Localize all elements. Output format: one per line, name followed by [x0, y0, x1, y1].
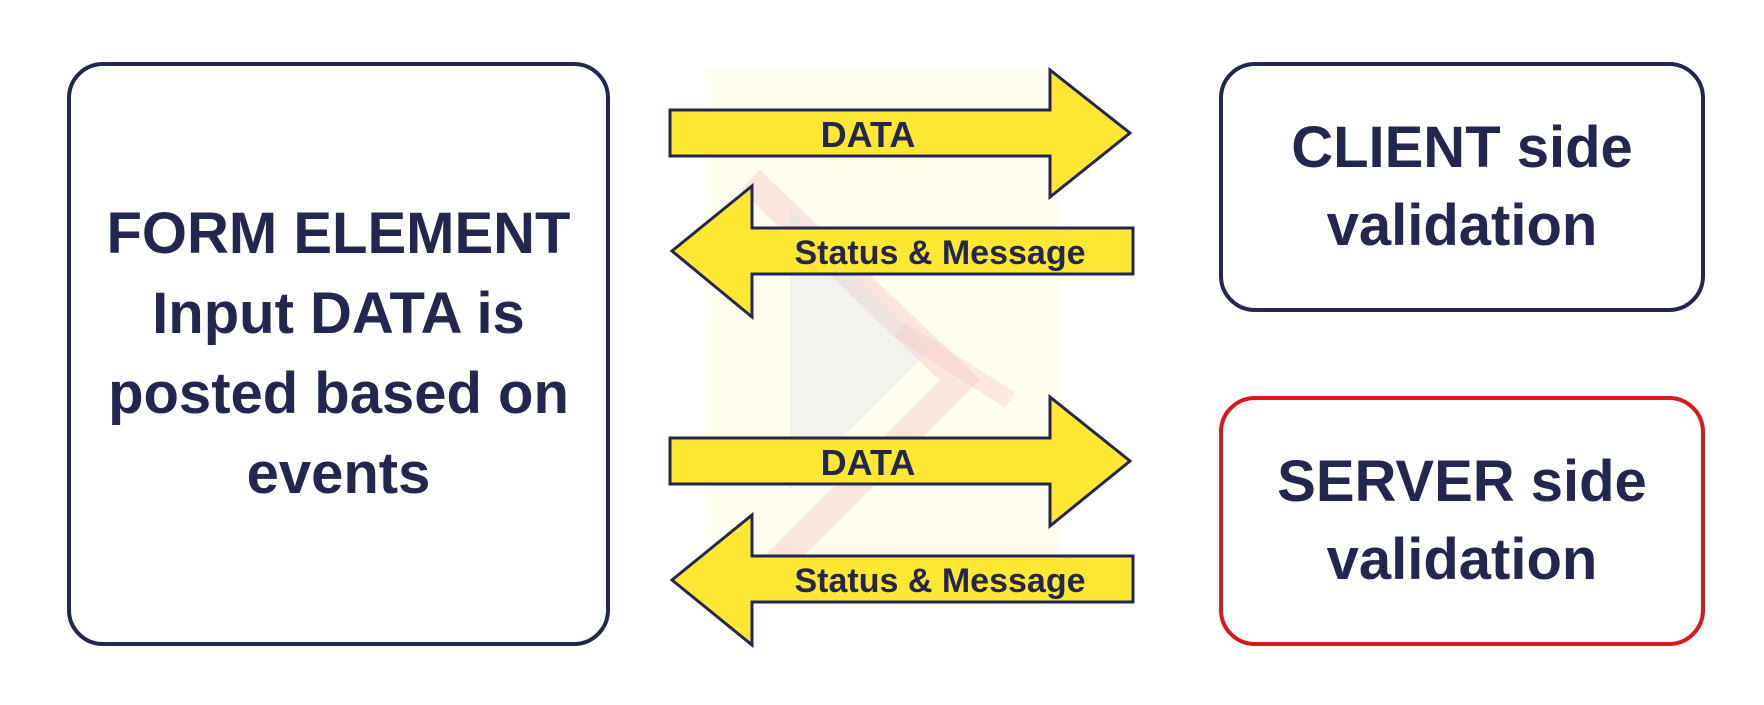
arrow-right-shape — [668, 393, 1133, 530]
arrow-left-shape — [669, 182, 1135, 321]
arrow-status-from-server: Status & Message — [669, 511, 1135, 649]
arrow-label-data: DATA — [821, 442, 916, 483]
arrow-label-status-message: Status & Message — [795, 234, 1086, 272]
arrow-data-to-server: DATA — [668, 393, 1133, 530]
arrow-right-shape — [668, 66, 1133, 201]
arrow-left-shape — [669, 511, 1135, 649]
client-validation-box: CLIENT side validation — [1219, 62, 1705, 312]
arrow-status-from-client: Status & Message — [669, 182, 1135, 321]
arrow-data-to-client: DATA — [668, 66, 1133, 201]
arrow-label-status-message: Status & Message — [795, 562, 1086, 600]
form-element-box: FORM ELEMENT Input DATA is posted based … — [67, 62, 610, 646]
arrow-label-data: DATA — [821, 114, 916, 155]
server-validation-box: SERVER side validation — [1219, 396, 1705, 646]
server-validation-text: SERVER side validation — [1277, 449, 1647, 592]
form-element-text: FORM ELEMENT Input DATA is posted based … — [106, 201, 571, 506]
client-validation-text: CLIENT side validation — [1291, 115, 1633, 258]
